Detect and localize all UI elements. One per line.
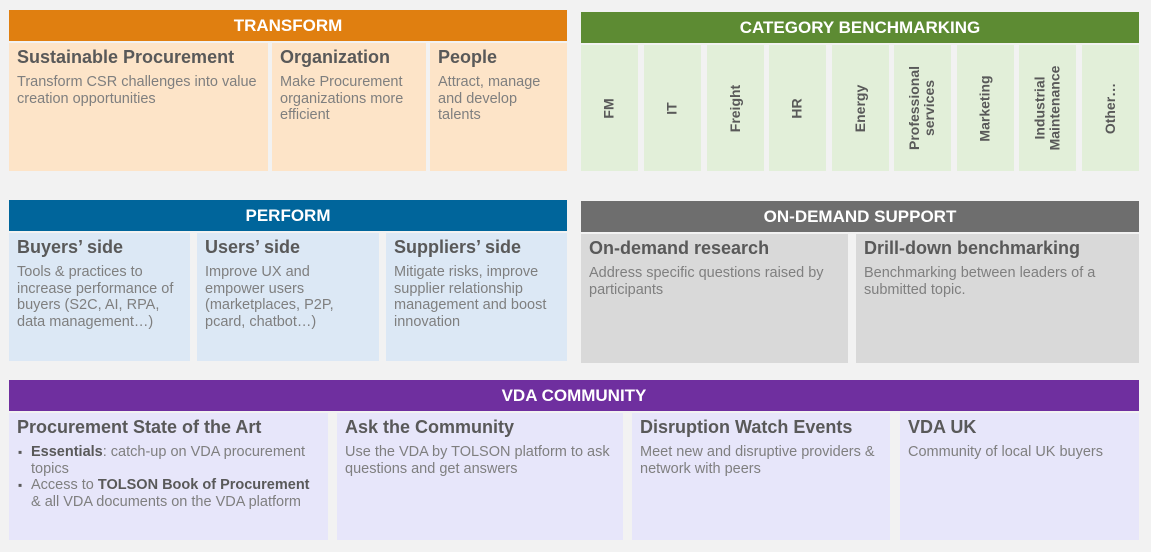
category-label: HR [788,97,805,119]
card-text: Use the VDA by TOLSON platform to ask qu… [345,444,610,477]
ondemand-card-drill-down: Drill-down benchmarking Benchmarking bet… [856,234,1139,363]
transform-card-people: People Attract, manage and develop talen… [430,43,567,171]
transform-card-sustainable-procurement: Sustainable Procurement Transform CSR ch… [9,43,268,171]
category-label: IT [663,101,680,115]
category-label: Freight [726,84,743,132]
community-card-state-of-the-art: Procurement State of the Art Essentials:… [9,413,328,540]
card-heading: Organization [280,47,391,67]
card-heading: People [438,47,498,67]
card-text: Tools & practices to increase performanc… [17,264,174,330]
card-heading: Suppliers’ side [394,237,522,257]
card-text: Address specific questions raised by par… [589,265,824,298]
card-text: Mitigate risks, improve supplier relatio… [394,264,547,330]
category-energy: Energy [832,45,889,171]
category-label: Industrial Maintenance [1031,65,1063,151]
bullet-book-of-procurement: Access to TOLSON Book of Procurement & a… [18,477,320,510]
community-card-ask: Ask the Community Use the VDA by TOLSON … [337,413,623,540]
category-hr: HR [769,45,826,171]
category-other: Other… [1082,45,1139,171]
community-card-vda-uk: VDA UK Community of local UK buyers [900,413,1139,540]
card-heading: VDA UK [908,417,977,437]
card-text: Attract, manage and develop talents [438,74,541,123]
card-text: Make Procurement organizations more effi… [280,74,404,123]
category-freight: Freight [707,45,764,171]
card-heading: Users’ side [205,237,301,257]
category-industrial-maintenance: Industrial Maintenance [1019,45,1076,171]
card-heading: Buyers’ side [17,237,124,257]
card-text: Improve UX and empower users (marketplac… [205,264,334,330]
bullet-list: Essentials: catch-up on VDA procurement … [17,444,320,510]
category-it: IT [644,45,701,171]
community-card-disruption-watch: Disruption Watch Events Meet new and dis… [632,413,890,540]
card-heading: Procurement State of the Art [17,417,262,437]
card-heading: Sustainable Procurement [17,47,235,67]
category-fm: FM [581,45,638,171]
perform-card-buyers-side: Buyers’ side Tools & practices to increa… [9,233,190,361]
category-label: FM [601,97,617,119]
card-heading: Ask the Community [345,417,515,437]
transform-header: TRANSFORM [9,10,567,41]
card-text: Community of local UK buyers [908,444,1104,460]
category-label: Professional services [906,65,938,151]
card-text: Benchmarking between leaders of a submit… [864,265,1096,298]
category-label: Energy [852,84,868,132]
perform-card-suppliers-side: Suppliers’ side Mitigate risks, improve … [386,233,567,361]
community-header: VDA COMMUNITY [9,380,1139,411]
card-text: Transform CSR challenges into value crea… [17,74,257,107]
card-text: Meet new and disruptive providers & netw… [640,444,875,477]
card-heading: On-demand research [589,238,770,258]
ondemand-header: ON-DEMAND SUPPORT [581,201,1139,232]
ondemand-card-research: On-demand research Address specific ques… [581,234,848,363]
bullet-essentials: Essentials: catch-up on VDA procurement … [18,444,320,477]
card-heading: Drill-down benchmarking [864,238,1081,258]
category-label: Other… [1102,82,1118,134]
card-heading: Disruption Watch Events [640,417,853,437]
category-professional-services: Professional services [894,45,951,171]
category-label: Marketing [977,74,993,142]
category-marketing: Marketing [957,45,1014,171]
perform-header: PERFORM [9,200,567,231]
transform-card-organization: Organization Make Procurement organizati… [272,43,426,171]
perform-card-users-side: Users’ side Improve UX and empower users… [197,233,379,361]
benchmarking-header: CATEGORY BENCHMARKING [581,12,1139,43]
